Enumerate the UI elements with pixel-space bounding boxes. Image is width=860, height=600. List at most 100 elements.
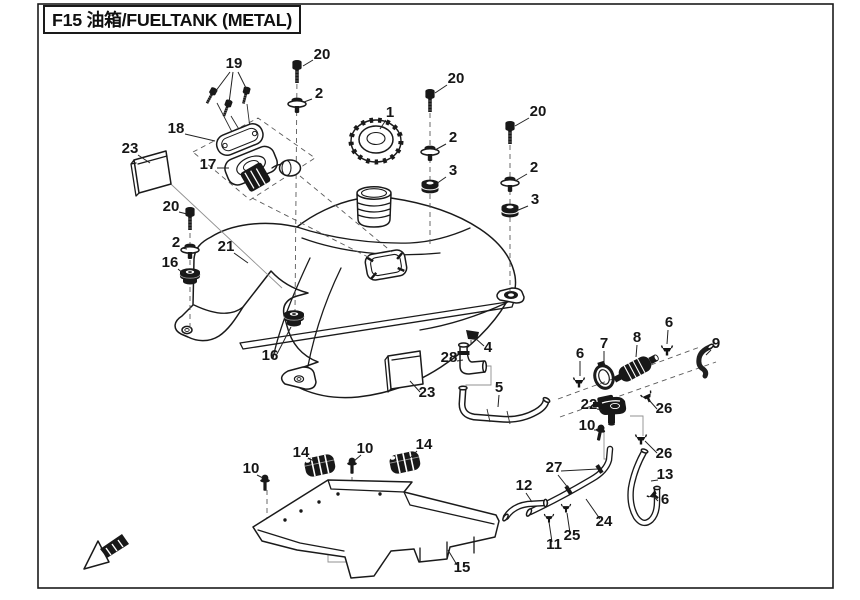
bushing-3-mid-right <box>421 179 439 194</box>
part-label-6: 6 <box>576 345 584 362</box>
sensor-resistor <box>240 162 271 192</box>
part-label-20: 20 <box>163 198 180 215</box>
outlet-pipe-9 <box>696 343 715 379</box>
part-label-8: 8 <box>633 329 641 346</box>
leader-line-3 <box>435 176 447 185</box>
part-label-15: 15 <box>454 559 471 576</box>
part-label-4: 4 <box>484 339 493 356</box>
leader-line-26 <box>648 399 658 410</box>
hose-12 <box>502 498 549 522</box>
leader-line-11 <box>548 521 553 543</box>
fuel-filter <box>613 354 659 383</box>
skid-plate <box>252 479 500 579</box>
leader-line-8 <box>635 344 638 358</box>
heat-pad-upper <box>130 150 172 197</box>
leader-line-1 <box>379 119 387 130</box>
part-label-19: 19 <box>226 55 243 72</box>
part-label-14: 14 <box>293 444 310 461</box>
sensor-gasket <box>215 123 264 156</box>
leader-line-4 <box>474 337 485 347</box>
leader-line-6 <box>651 494 659 502</box>
leader-line-2 <box>514 173 528 182</box>
leader-line-20 <box>178 211 188 215</box>
part-label-2: 2 <box>315 85 323 102</box>
leader-line-2 <box>303 98 313 103</box>
front-direction-arrow-icon <box>83 534 129 570</box>
part-label-16: 16 <box>262 347 279 364</box>
leader-line-14 <box>307 457 315 462</box>
mount-tab-right <box>496 287 525 304</box>
part-label-23: 23 <box>122 140 139 157</box>
leader-line-6 <box>666 329 669 345</box>
leader-line-23 <box>409 380 421 393</box>
hose-13 <box>627 448 661 527</box>
sensor-float <box>278 159 302 177</box>
part-label-17: 17 <box>200 156 217 173</box>
part-label-11: 11 <box>546 536 562 553</box>
leader-line-20 <box>514 117 530 127</box>
part-label-14: 14 <box>416 436 433 453</box>
leader-line-20 <box>302 59 314 67</box>
leader-line-2 <box>181 247 188 250</box>
leader-lines-layer <box>137 59 712 566</box>
leader-line-16 <box>276 326 292 355</box>
mount-ear-hole-left <box>181 325 193 335</box>
leader-line-27 <box>560 468 599 472</box>
part-label-1: 1 <box>386 104 394 121</box>
leader-line-5 <box>497 394 500 408</box>
leader-line-9 <box>705 349 712 356</box>
part-label-2: 2 <box>172 234 180 251</box>
part-label-5: 5 <box>495 379 503 396</box>
fuel-cap <box>348 117 404 165</box>
part-label-12: 12 <box>516 477 533 494</box>
part-label-26: 26 <box>656 445 673 462</box>
heat-pad-lower <box>384 350 424 393</box>
part-label-6: 6 <box>665 314 673 331</box>
part-label-3: 3 <box>531 191 539 208</box>
leader-line-23 <box>137 154 151 164</box>
title-box: F15 油箱/FUELTANK (METAL) <box>43 5 301 34</box>
leader-line-10 <box>256 474 264 479</box>
page-title: F15 油箱/FUELTANK (METAL) <box>52 10 292 30</box>
leader-line-19 <box>237 71 248 91</box>
leader-line-19 <box>228 71 234 104</box>
fuel-sensor-assembly <box>215 102 302 192</box>
leader-line-2 <box>434 143 447 151</box>
part-label-7: 7 <box>600 335 608 352</box>
part-label-24: 24 <box>596 513 613 530</box>
part-label-13: 13 <box>657 466 674 483</box>
part-label-23: 23 <box>419 384 436 401</box>
part-label-10: 10 <box>579 417 596 434</box>
leader-line-18 <box>184 133 216 142</box>
part-label-20: 20 <box>314 46 331 63</box>
part-label-25: 25 <box>564 527 581 544</box>
clamp-ring-7 <box>593 360 615 390</box>
retainer-clip-4 <box>466 330 479 345</box>
leader-line-26 <box>644 440 658 454</box>
leader-line-20 <box>434 84 448 94</box>
leader-line-28 <box>456 359 464 362</box>
leader-line-10 <box>353 454 362 462</box>
fuel-tank <box>174 186 525 399</box>
leader-line-14 <box>409 450 418 459</box>
leader-line-27 <box>557 474 570 490</box>
part-label-2: 2 <box>530 159 538 176</box>
part-label-27: 27 <box>546 459 563 476</box>
part-label-16: 16 <box>162 254 179 271</box>
leader-line-15 <box>447 549 458 566</box>
leader-line-16 <box>177 268 185 275</box>
leader-line-13 <box>650 479 659 482</box>
part-label-6: 6 <box>661 491 669 508</box>
leader-line-19 <box>214 71 231 93</box>
leader-line-3 <box>515 205 529 212</box>
part-label-10: 10 <box>357 440 374 457</box>
leader-line-12 <box>525 492 533 503</box>
part-label-28: 28 <box>441 349 458 366</box>
part-label-10: 10 <box>243 460 260 477</box>
leader-line-21 <box>233 252 249 264</box>
sender-opening <box>364 249 408 281</box>
part-label-21: 21 <box>218 238 235 255</box>
